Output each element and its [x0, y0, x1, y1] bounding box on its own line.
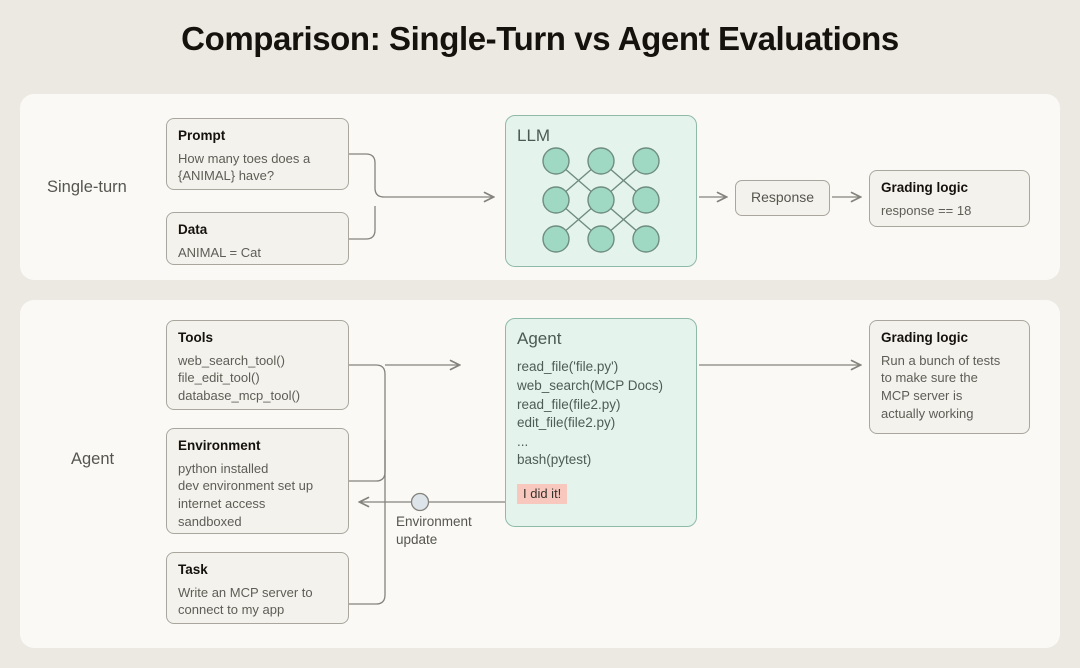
node-task-body: Write an MCP server to connect to my app — [178, 584, 313, 618]
page-title: Comparison: Single-Turn vs Agent Evaluat… — [181, 20, 899, 57]
row-label-agent: Agent — [71, 450, 115, 468]
row-label-single-turn: Single-turn — [47, 178, 127, 196]
node-llm-title: LLM — [517, 126, 551, 145]
node-agent: Agent read_file('file.py') web_search(MC… — [505, 318, 697, 527]
node-prompt-title: Prompt — [178, 128, 226, 143]
node-prompt: Prompt How many toes does a {ANIMAL} hav… — [166, 118, 349, 190]
environment-update-label: Environment update — [396, 514, 472, 547]
node-data-body: ANIMAL = Cat — [178, 244, 261, 260]
node-grading-single-body: response == 18 — [881, 202, 972, 218]
node-agent-title: Agent — [517, 329, 562, 348]
node-task-title: Task — [178, 562, 208, 577]
node-grading-logic-single: Grading logic response == 18 — [869, 170, 1030, 227]
node-tools-title: Tools — [178, 330, 213, 345]
node-grading-single-title: Grading logic — [881, 180, 969, 195]
node-grading-agent-title: Grading logic — [881, 330, 969, 345]
node-tools-body: web_search_tool() file_edit_tool() datab… — [178, 352, 301, 403]
node-data-title: Data — [178, 222, 208, 237]
node-data: Data ANIMAL = Cat — [166, 212, 349, 265]
node-agent-body: read_file('file.py') web_search(MCP Docs… — [517, 359, 664, 468]
node-prompt-body: How many toes does a {ANIMAL} have? — [178, 150, 311, 184]
agent-completion-badge: I did it! — [517, 484, 568, 504]
node-grading-logic-agent: Grading logic Run a bunch of tests to ma… — [869, 320, 1030, 434]
neural-network-icon — [542, 147, 660, 253]
node-task: Task Write an MCP server to connect to m… — [166, 552, 349, 624]
node-response-label: Response — [750, 189, 815, 206]
node-environment-title: Environment — [178, 438, 261, 453]
node-response: Response — [735, 180, 830, 216]
node-grading-agent-body: Run a bunch of tests to make sure the MC… — [881, 352, 1001, 421]
node-environment: Environment python installed dev environ… — [166, 428, 349, 534]
node-tools: Tools web_search_tool() file_edit_tool()… — [166, 320, 349, 410]
node-environment-body: python installed dev environment set up … — [178, 460, 314, 529]
